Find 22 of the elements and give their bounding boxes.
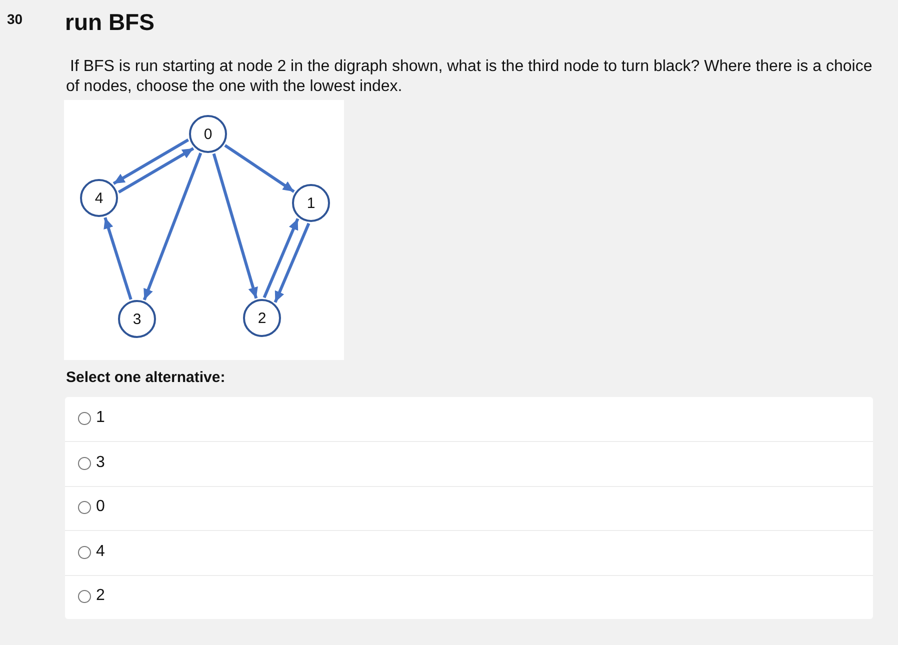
option-label: 2 [96, 587, 105, 605]
option-label: 3 [96, 454, 105, 472]
arrow [112, 138, 190, 185]
arrow [142, 152, 202, 300]
graph-node: 3 [118, 300, 156, 338]
arrow [262, 218, 300, 298]
question-text: If BFS is run starting at node 2 in the digraph shown, what is the third node to turn black? Where there is a choice of nodes, choose the one with the lowest index. [66, 57, 874, 97]
graph-node: 4 [80, 179, 118, 217]
option-label: 0 [96, 498, 105, 516]
question-number: 30 [7, 11, 23, 27]
prompt-label: Select one alternative: [66, 369, 226, 387]
arrow [104, 217, 132, 300]
question-title: run BFS [65, 8, 154, 36]
option-label: 4 [96, 542, 105, 560]
option-label: 1 [96, 409, 105, 427]
graph-node: 2 [243, 299, 281, 337]
arrow [212, 153, 258, 299]
graph-node: 0 [189, 115, 227, 153]
arrow [274, 222, 310, 303]
graph-node: 1 [292, 184, 330, 222]
arrow [224, 144, 295, 193]
arrow [118, 147, 194, 194]
